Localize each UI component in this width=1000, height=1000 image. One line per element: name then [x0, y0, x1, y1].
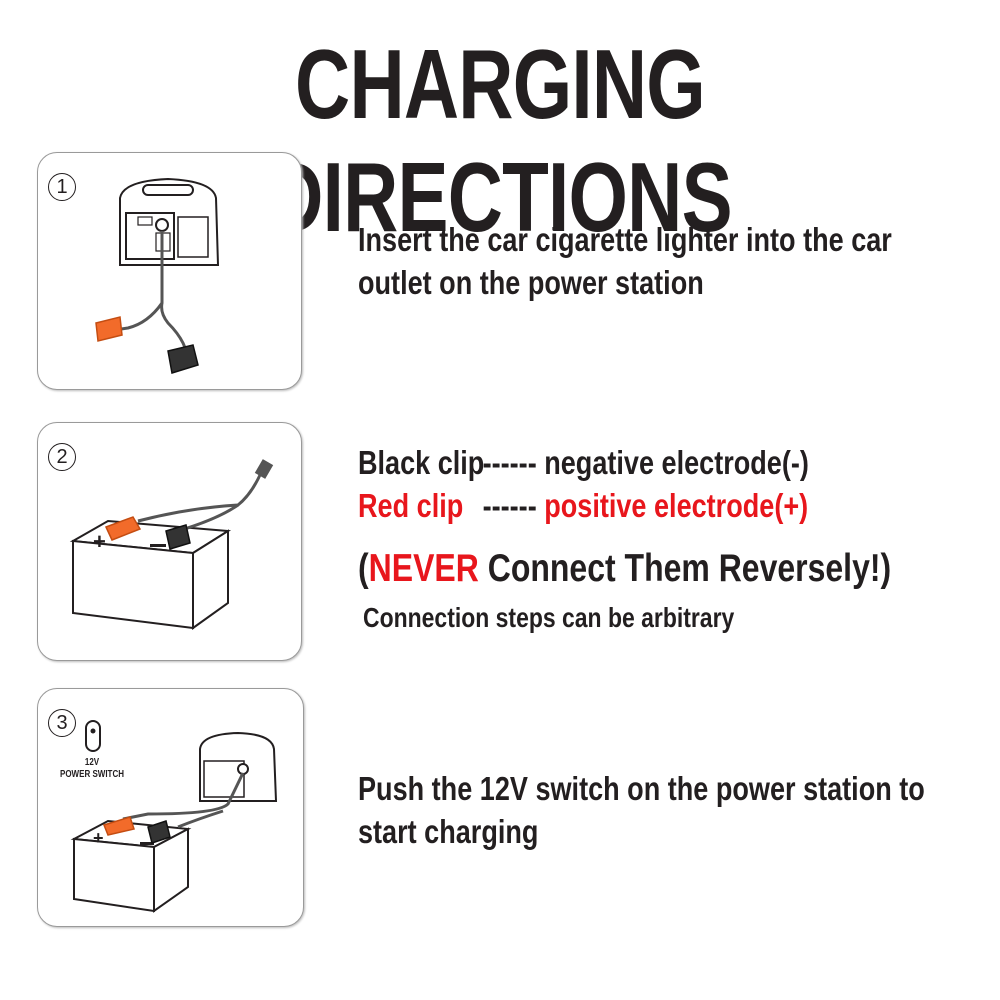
step-3-illustration: 3 + 12V POWER SWITCH — [37, 688, 304, 927]
battery-connected-to-power-station-icon: + — [70, 720, 278, 913]
svg-text:+: + — [93, 828, 104, 848]
clip-polarity-legend: Black clip------ negative electrode(-) R… — [358, 441, 809, 527]
svg-text:+: + — [93, 529, 106, 554]
page-title: CHARGING DIRECTIONS — [268, 29, 732, 252]
step-number: 2 — [48, 443, 76, 471]
step-number: 1 — [48, 173, 76, 201]
step-2-illustration: 2 + — [37, 422, 302, 661]
black-clip-row: Black clip------ negative electrode(-) — [358, 444, 809, 481]
step-1-illustration: 1 — [37, 152, 302, 390]
red-clip-row: Red clip------ positive electrode(+) — [358, 487, 809, 524]
step-number: 3 — [48, 709, 76, 737]
power-switch-icon — [85, 720, 101, 752]
warning-text: (NEVER Connect Them Reversely!) — [358, 547, 892, 590]
step-3-instruction: Push the 12V switch on the power station… — [358, 770, 925, 850]
step-1-instruction: Insert the car cigarette lighter into th… — [358, 221, 892, 301]
battery-with-clips-icon: + — [69, 459, 274, 630]
power-station-with-clips-icon — [95, 177, 220, 374]
power-switch-label: 12V POWER SWITCH — [60, 757, 124, 780]
connection-note: Connection steps can be arbitrary — [363, 602, 735, 633]
